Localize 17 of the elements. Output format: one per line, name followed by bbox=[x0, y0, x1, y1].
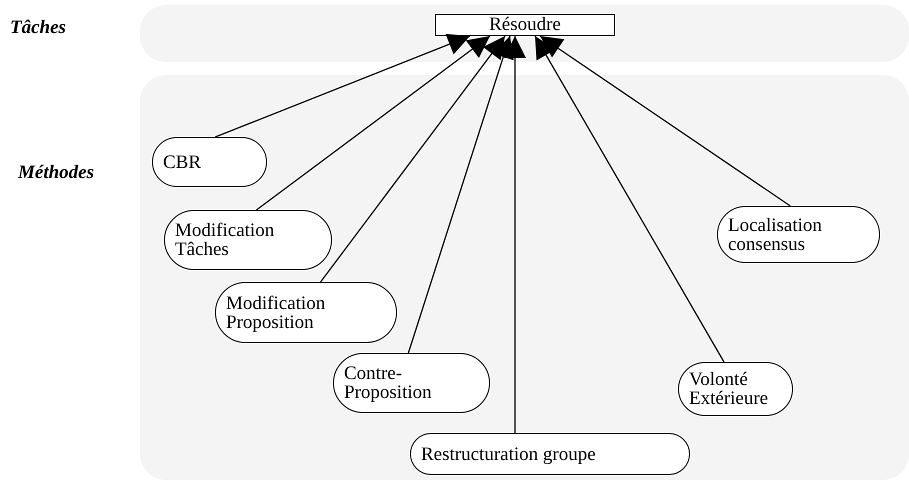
arrow bbox=[256, 35, 490, 211]
method-pill: CBR bbox=[152, 137, 267, 187]
band-heading: Tâches bbox=[10, 17, 66, 39]
task-box: Résoudre bbox=[435, 14, 615, 36]
arrow bbox=[320, 36, 506, 282]
method-pill: Modification Tâches bbox=[164, 210, 332, 270]
band-heading: Méthodes bbox=[18, 162, 94, 184]
arrow bbox=[534, 36, 725, 362]
arrow bbox=[504, 36, 526, 433]
method-pill: Restructuration groupe bbox=[410, 433, 690, 475]
arrow bbox=[408, 36, 514, 354]
arrow bbox=[540, 35, 791, 207]
method-pill: Modification Proposition bbox=[215, 282, 397, 343]
method-pill: Contre- Proposition bbox=[333, 353, 490, 413]
method-pill: Volonté Extérieure bbox=[678, 362, 793, 416]
arrow bbox=[215, 34, 470, 138]
method-pill: Localisation consensus bbox=[717, 206, 880, 263]
